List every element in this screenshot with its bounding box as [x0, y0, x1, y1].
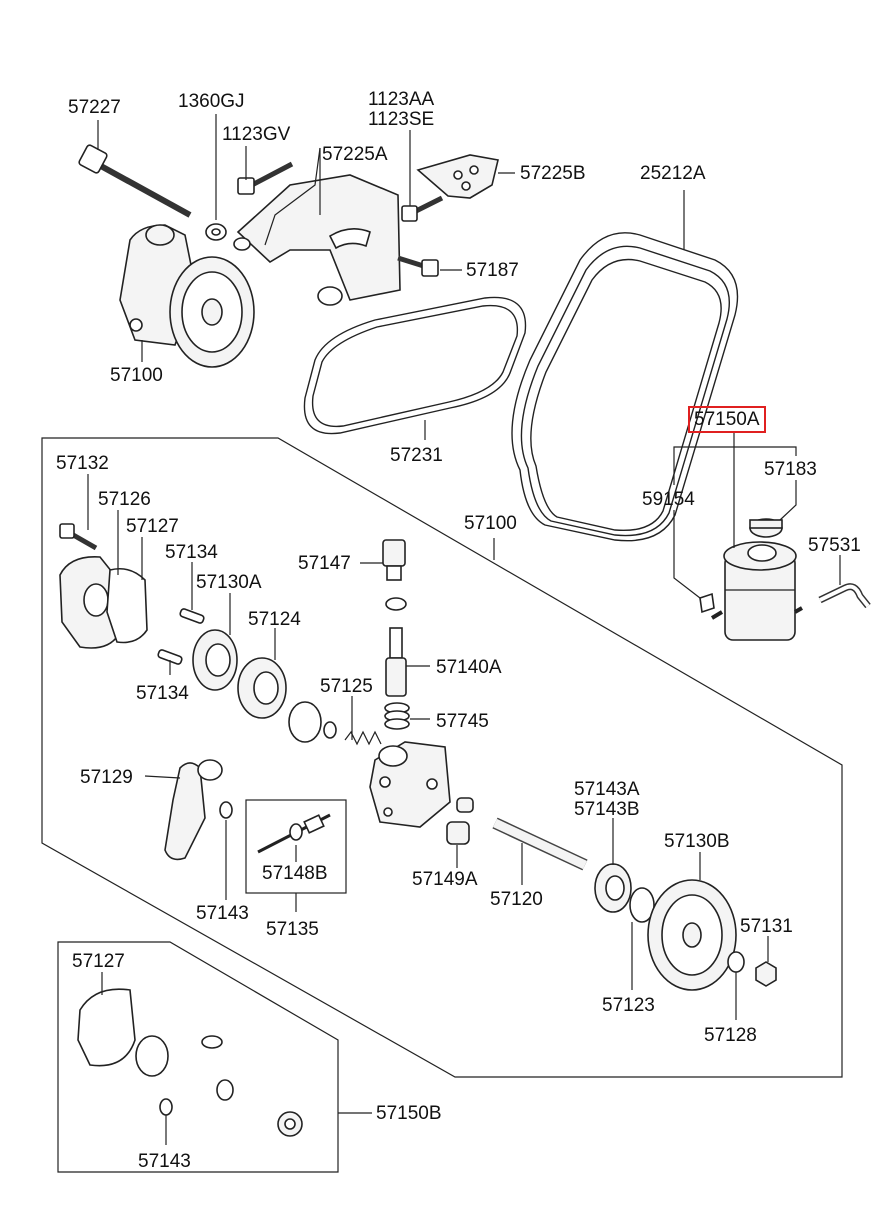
label-1360GJ: 1360GJ: [178, 91, 245, 112]
snap-ring-57123: [629, 887, 655, 923]
label-57149A: 57149A: [412, 869, 478, 890]
pump-assembly-box: [41, 437, 843, 1078]
bolt-1123GV: [237, 161, 294, 195]
repair-kit-box: [57, 941, 339, 1173]
bracket-57225A: [233, 174, 401, 306]
label-57123: 57123: [602, 995, 655, 1016]
label-57135: 57135: [266, 919, 319, 940]
cap-57183: [749, 518, 783, 538]
label-57143B: 57143B: [574, 799, 640, 820]
spring-57745: [384, 702, 410, 730]
gasket-57127: [106, 567, 148, 644]
label-59154: 59154: [642, 489, 695, 510]
pump-body: [369, 741, 451, 828]
label-57745: 57745: [436, 711, 489, 732]
bolt-57187: [397, 255, 439, 277]
oring-57143-mid: [219, 801, 233, 819]
label-57225B: 57225B: [520, 163, 586, 184]
label-57127-kit: 57127: [72, 951, 125, 972]
oring-kit-large: [135, 1035, 169, 1077]
oring-kit-57143: [159, 1098, 173, 1116]
label-57227: 57227: [68, 97, 121, 118]
label-1123SE: 1123SE: [368, 109, 435, 130]
belt-57231: [303, 296, 527, 435]
label-57531: 57531: [808, 535, 861, 556]
bracket-57225B: [416, 154, 499, 199]
label-57128: 57128: [704, 1025, 757, 1046]
label-57124: 57124: [248, 609, 301, 630]
fitting-57147: [382, 539, 406, 581]
reservoir-57150A: [710, 541, 803, 641]
bolt-57227: [78, 144, 192, 218]
label-57143-mid: 57143: [196, 903, 249, 924]
bushing-57149A: [446, 797, 474, 845]
label-57129: 57129: [80, 767, 133, 788]
label-57187: 57187: [466, 260, 519, 281]
oring-57125: [288, 701, 322, 743]
label-57127-top: 57127: [126, 516, 179, 537]
leader-lines: [87, 114, 841, 1145]
bushing-kit: [277, 1111, 303, 1137]
gasket-57127-kit: [77, 988, 136, 1067]
valve-57140A: [385, 627, 407, 697]
bolt-57132: [59, 523, 98, 551]
oring-kit-2: [216, 1079, 234, 1101]
washer-57128: [727, 951, 745, 973]
bracket-57129: [164, 759, 223, 861]
oring-small-top: [385, 597, 407, 611]
nut-57131: [755, 961, 777, 987]
label-57120: 57120: [490, 889, 543, 910]
valve-57148B: [257, 813, 331, 854]
label-25212A: 25212A: [640, 163, 706, 184]
label-57150B: 57150B: [376, 1103, 442, 1124]
label-57126: 57126: [98, 489, 151, 510]
bearing-57124: [237, 657, 287, 719]
bolt-1123AA: [401, 195, 444, 222]
label-1123AA: 1123AA: [368, 89, 435, 110]
label-57131: 57131: [740, 916, 793, 937]
cam-ring-57130A: [192, 629, 238, 691]
pump-57100-top: [119, 224, 255, 368]
hose-57531: [818, 583, 871, 609]
label-57130B: 57130B: [664, 831, 730, 852]
label-57148B: 57148B: [262, 863, 328, 884]
label-57231: 57231: [390, 445, 443, 466]
pin-57134-a: [179, 608, 205, 624]
small-ring: [323, 721, 337, 739]
washer-1360GJ: [205, 223, 227, 241]
label-57100-top: 57100: [110, 365, 163, 386]
pulley-57130B: [647, 879, 737, 991]
shaft-57120: [492, 817, 588, 871]
label-57150A[interactable]: 57150A: [688, 406, 766, 433]
label-57225A: 57225A: [322, 144, 388, 165]
label-57183: 57183: [764, 459, 817, 480]
label-57147: 57147: [298, 553, 351, 574]
label-57130A: 57130A: [196, 572, 262, 593]
belt-25212A: [511, 232, 739, 542]
label-57134-a: 57134: [165, 542, 218, 563]
label-57125: 57125: [320, 676, 373, 697]
spring: [344, 730, 382, 746]
label-1123GV: 1123GV: [222, 124, 291, 145]
label-57134-b: 57134: [136, 683, 189, 704]
label-57100-box: 57100: [464, 513, 517, 534]
bracket-59154: [699, 592, 715, 614]
label-57140A: 57140A: [436, 657, 502, 678]
label-57132: 57132: [56, 453, 109, 474]
pin-57134-b: [157, 649, 183, 665]
oring-kit-1: [201, 1035, 223, 1049]
bearing-57143A: [594, 863, 632, 913]
label-57143A: 57143A: [574, 779, 640, 800]
label-57143-kit: 57143: [138, 1151, 191, 1172]
